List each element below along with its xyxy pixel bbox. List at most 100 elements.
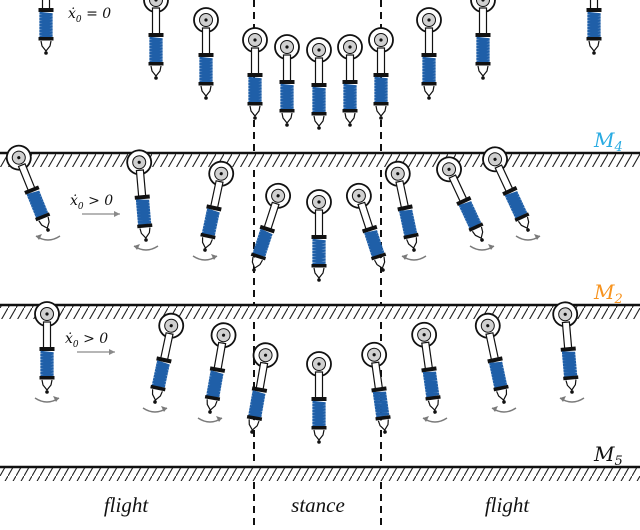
toe-point bbox=[480, 238, 484, 242]
leg-foot bbox=[423, 85, 435, 97]
hopping-leg bbox=[142, 312, 185, 413]
hip-pin bbox=[154, 0, 158, 2]
toe-point bbox=[317, 278, 321, 282]
toe-point bbox=[154, 76, 158, 80]
hopping-leg bbox=[126, 149, 159, 251]
ground-hatch bbox=[0, 153, 640, 167]
hip-pin bbox=[169, 324, 173, 328]
leg-foot bbox=[313, 115, 325, 127]
hopping-leg bbox=[586, 0, 602, 55]
hip-pin bbox=[317, 48, 321, 52]
leg-rod bbox=[395, 180, 409, 209]
toe-point bbox=[45, 390, 49, 394]
leg-foot bbox=[40, 40, 52, 52]
hip-pin bbox=[263, 353, 268, 357]
toe-point bbox=[250, 430, 254, 434]
leg-spring bbox=[562, 351, 578, 378]
leg-spring bbox=[199, 56, 213, 84]
hopping-leg bbox=[306, 351, 332, 444]
leg-foot bbox=[374, 256, 386, 270]
toe-point bbox=[502, 400, 506, 404]
hip-pin bbox=[493, 157, 497, 161]
toe-point bbox=[526, 228, 530, 232]
spring-plate bbox=[259, 224, 276, 234]
hopping-leg bbox=[384, 160, 427, 261]
leg-rod bbox=[151, 7, 161, 35]
leg-spring bbox=[422, 56, 436, 84]
leg-rod bbox=[201, 27, 211, 55]
hip-joint bbox=[149, 0, 163, 7]
hip-pin bbox=[276, 194, 280, 198]
leg-rod bbox=[357, 201, 374, 230]
spring-plate bbox=[24, 185, 40, 195]
leg-spring bbox=[252, 228, 273, 257]
leg-spring bbox=[399, 209, 418, 237]
spring-plate bbox=[311, 235, 327, 239]
hip-pin bbox=[204, 18, 208, 22]
spring-plate bbox=[371, 386, 387, 393]
spring-plate bbox=[246, 414, 263, 421]
toe-point bbox=[570, 390, 574, 394]
leg-foot bbox=[139, 227, 151, 239]
spring-plate bbox=[586, 37, 602, 41]
phase-label-flight: flight bbox=[104, 493, 150, 517]
spring-plate bbox=[247, 73, 263, 77]
hopping-leg bbox=[482, 146, 541, 241]
leg-foot bbox=[249, 105, 261, 117]
leg-foot bbox=[313, 429, 325, 441]
leg-foot bbox=[248, 419, 260, 431]
rotation-arrow bbox=[401, 254, 427, 261]
spring-plate bbox=[204, 394, 221, 401]
leg-spring bbox=[280, 83, 294, 111]
leg-foot bbox=[477, 65, 489, 77]
spring-plate bbox=[493, 384, 509, 392]
spring-plate bbox=[560, 346, 576, 352]
hopping-leg bbox=[345, 182, 387, 272]
spring-plate bbox=[38, 8, 54, 12]
hopping-leg bbox=[193, 7, 219, 100]
leg-spring bbox=[151, 360, 170, 388]
hip-pin bbox=[563, 312, 567, 316]
rotation-arrow bbox=[491, 406, 517, 413]
spring-plate bbox=[397, 204, 413, 212]
leg-foot bbox=[206, 399, 218, 411]
spring-plate bbox=[375, 415, 391, 421]
leg-spring bbox=[587, 11, 601, 39]
spring-plate bbox=[421, 53, 437, 57]
leg-foot bbox=[281, 112, 293, 124]
leg-rod bbox=[210, 180, 224, 209]
spring-plate bbox=[156, 356, 172, 364]
hopping-leg bbox=[34, 301, 60, 403]
rotation-arrow bbox=[515, 234, 541, 241]
leg-rod bbox=[42, 321, 52, 349]
leg-rod bbox=[282, 54, 292, 82]
leg-spring bbox=[504, 191, 528, 220]
spring-plate bbox=[148, 33, 164, 37]
hip-pin bbox=[422, 333, 426, 337]
toe-point bbox=[412, 248, 416, 252]
leg-spring bbox=[312, 238, 326, 266]
spring-plate bbox=[38, 37, 54, 41]
leg-foot bbox=[313, 267, 325, 279]
leg-rod bbox=[314, 57, 324, 85]
leg-spring bbox=[248, 390, 266, 418]
hopping-leg bbox=[250, 182, 292, 272]
spring-plate bbox=[425, 395, 441, 401]
hip-pin bbox=[219, 172, 223, 176]
hip-pin bbox=[481, 0, 485, 2]
leg-spring bbox=[201, 208, 220, 236]
hip-pin bbox=[427, 18, 431, 22]
toe-point bbox=[44, 51, 48, 55]
hopping-leg bbox=[38, 0, 54, 55]
toe-point bbox=[427, 96, 431, 100]
toe-point bbox=[433, 410, 437, 414]
rotation-arrow bbox=[35, 234, 61, 241]
hip-pin bbox=[253, 38, 257, 42]
leg-spring bbox=[476, 36, 490, 64]
leg-foot bbox=[427, 399, 439, 411]
rotation-arrow bbox=[192, 254, 218, 261]
spring-plate bbox=[468, 222, 484, 232]
toe-point bbox=[381, 268, 385, 272]
